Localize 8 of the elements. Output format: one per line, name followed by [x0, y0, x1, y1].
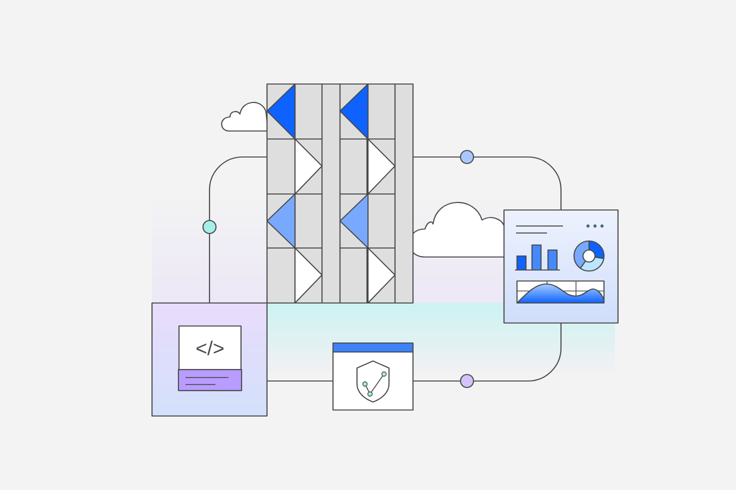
connector-line [414, 156, 562, 210]
connector-line [208, 156, 266, 302]
connector-line [414, 324, 562, 382]
building-drawing [266, 83, 414, 304]
connector-line [268, 380, 332, 382]
code-window: </> [178, 325, 242, 392]
dashboard-drawing [503, 209, 619, 324]
security-window-drawing [332, 342, 414, 411]
